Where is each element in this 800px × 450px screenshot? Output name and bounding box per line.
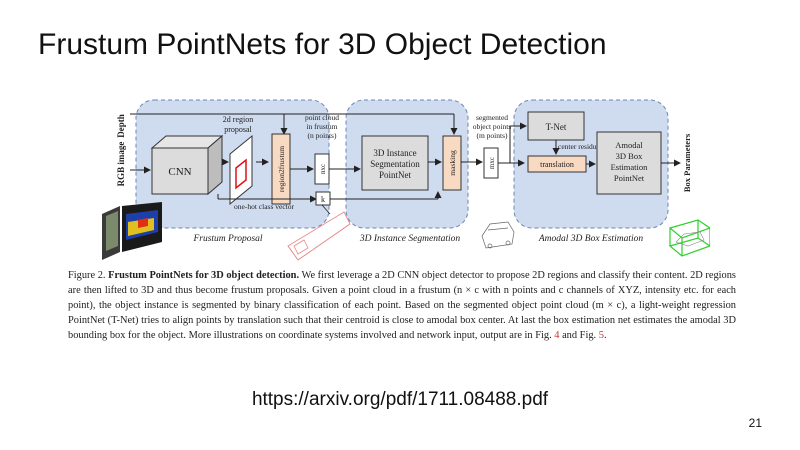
region-proposal-label-2: proposal bbox=[224, 125, 252, 134]
segmentation-pointnet-block bbox=[361, 135, 429, 191]
amodal-label-1: Amodal bbox=[615, 140, 643, 150]
amodal-label-4: PointNet bbox=[614, 173, 645, 183]
region2frustum-label: region2frustum bbox=[277, 146, 286, 192]
instance-segmentation-label: 3D Instance Segmentation bbox=[359, 234, 461, 244]
page-number: 21 bbox=[748, 416, 762, 430]
caption-end: . bbox=[603, 330, 607, 341]
figure-title: Frustum PointNets for 3D object detectio… bbox=[108, 270, 300, 281]
caption-body: We first leverage a 2D CNN object detect… bbox=[68, 270, 736, 341]
segmented-car-sketch bbox=[481, 221, 515, 249]
masking-block bbox=[442, 135, 462, 191]
k-label: k bbox=[321, 195, 325, 204]
segmented-label-2: object points bbox=[473, 122, 512, 131]
region-proposal-label-1: 2d region bbox=[223, 115, 253, 124]
point-cloud-label-1: point cloud bbox=[305, 113, 339, 122]
seg-pointnet-label-2: Segmentation bbox=[370, 159, 420, 169]
figure-caption: Figure 2. Frustum PointNets for 3D objec… bbox=[68, 268, 736, 343]
one-hot-label: one-hot class vector bbox=[234, 202, 294, 211]
caption-between: and Fig. bbox=[559, 330, 599, 341]
box-parameters-label: Box Parameters bbox=[682, 133, 692, 192]
tnet-label: T-Net bbox=[546, 122, 567, 132]
paper-url[interactable]: https://arxiv.org/pdf/1711.08488.pdf bbox=[251, 389, 549, 410]
frustum-sketch bbox=[287, 211, 351, 261]
amodal-label-3: Estimation bbox=[611, 162, 649, 172]
mxc-label: mxc bbox=[488, 157, 496, 169]
translation-label: translation bbox=[540, 160, 574, 169]
amodal-label-2: 3D Box bbox=[616, 151, 643, 161]
nxc-label: nxc bbox=[319, 164, 327, 174]
rgb-input-label: RGB image bbox=[116, 142, 126, 187]
box-estimation-label: Amodal 3D Box Estimation bbox=[538, 234, 643, 244]
point-cloud-label-2: in frustum bbox=[306, 122, 337, 131]
figure-label: Figure 2. bbox=[68, 270, 106, 281]
figure-ref-4[interactable]: 4 bbox=[554, 330, 560, 341]
cnn-block: CNN bbox=[150, 134, 224, 196]
tnet-block bbox=[527, 111, 585, 141]
masking-label: masking bbox=[448, 150, 457, 176]
output-3d-box bbox=[668, 219, 710, 257]
seg-pointnet-label-3: PointNet bbox=[379, 170, 412, 180]
seg-pointnet-label-1: 3D Instance bbox=[373, 148, 416, 158]
pipeline-diagram: Depth RGB image CNN 2d region proposal r… bbox=[102, 99, 710, 261]
region-proposal-box bbox=[235, 158, 247, 190]
segmented-label-1: segmented bbox=[476, 113, 508, 122]
slide-title: Frustum PointNets for 3D Object Detectio… bbox=[38, 28, 607, 61]
figure-ref-5[interactable]: 5 bbox=[598, 330, 604, 341]
input-images-thumbnail bbox=[102, 202, 162, 260]
cnn-label: CNN bbox=[168, 166, 191, 178]
frustum-proposal-label: Frustum Proposal bbox=[192, 234, 262, 244]
segmented-label-3: (m points) bbox=[476, 131, 508, 140]
depth-input-label: Depth bbox=[116, 114, 126, 138]
point-cloud-label-3: (n points) bbox=[308, 131, 337, 140]
amodal-pointnet-block bbox=[596, 131, 662, 195]
center-residual-label: center residual bbox=[558, 142, 602, 151]
